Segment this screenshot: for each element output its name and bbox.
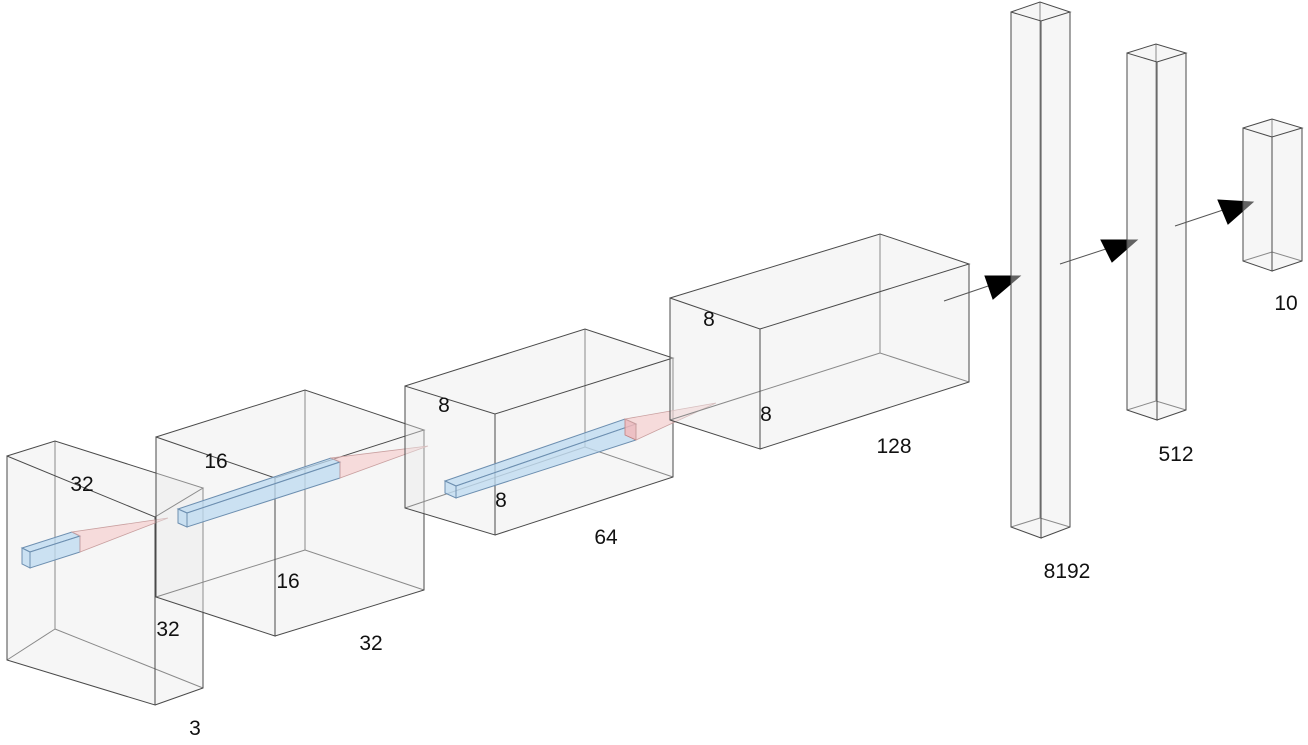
conv3-width-label: 8: [703, 308, 715, 331]
conv2-depth-label: 64: [594, 526, 618, 549]
input-height-label: 32: [156, 618, 179, 641]
output-layer: 10: [1242, 118, 1304, 315]
input-width-label: 32: [70, 473, 93, 496]
arrow-flatten-to-fc1: [1059, 239, 1139, 265]
conv2-width-label: 8: [438, 394, 450, 417]
input-depth-label: 3: [189, 717, 201, 740]
conv1-height-label: 16: [276, 570, 299, 593]
conv3-volume: 8 8 128: [669, 233, 971, 458]
flatten-size-label: 8192: [1044, 560, 1091, 583]
fc1-size-label: 512: [1158, 443, 1193, 466]
conv2-height-label: 8: [495, 489, 507, 512]
conv1-width-label: 16: [204, 450, 227, 473]
fc1-layer: 512: [1126, 43, 1194, 466]
arrow-fc1-to-output: [1174, 199, 1255, 227]
conv2-volume: 8 8 64: [404, 328, 717, 549]
input-volume: 32 32 3: [6, 440, 205, 740]
conv1-volume: 16 16 32: [155, 389, 429, 655]
flatten-layer: 8192: [1010, 1, 1091, 583]
conv3-height-label: 8: [760, 403, 772, 426]
conv3-depth-label: 128: [876, 435, 911, 458]
output-size-label: 10: [1274, 292, 1297, 315]
conv1-depth-label: 32: [359, 632, 382, 655]
